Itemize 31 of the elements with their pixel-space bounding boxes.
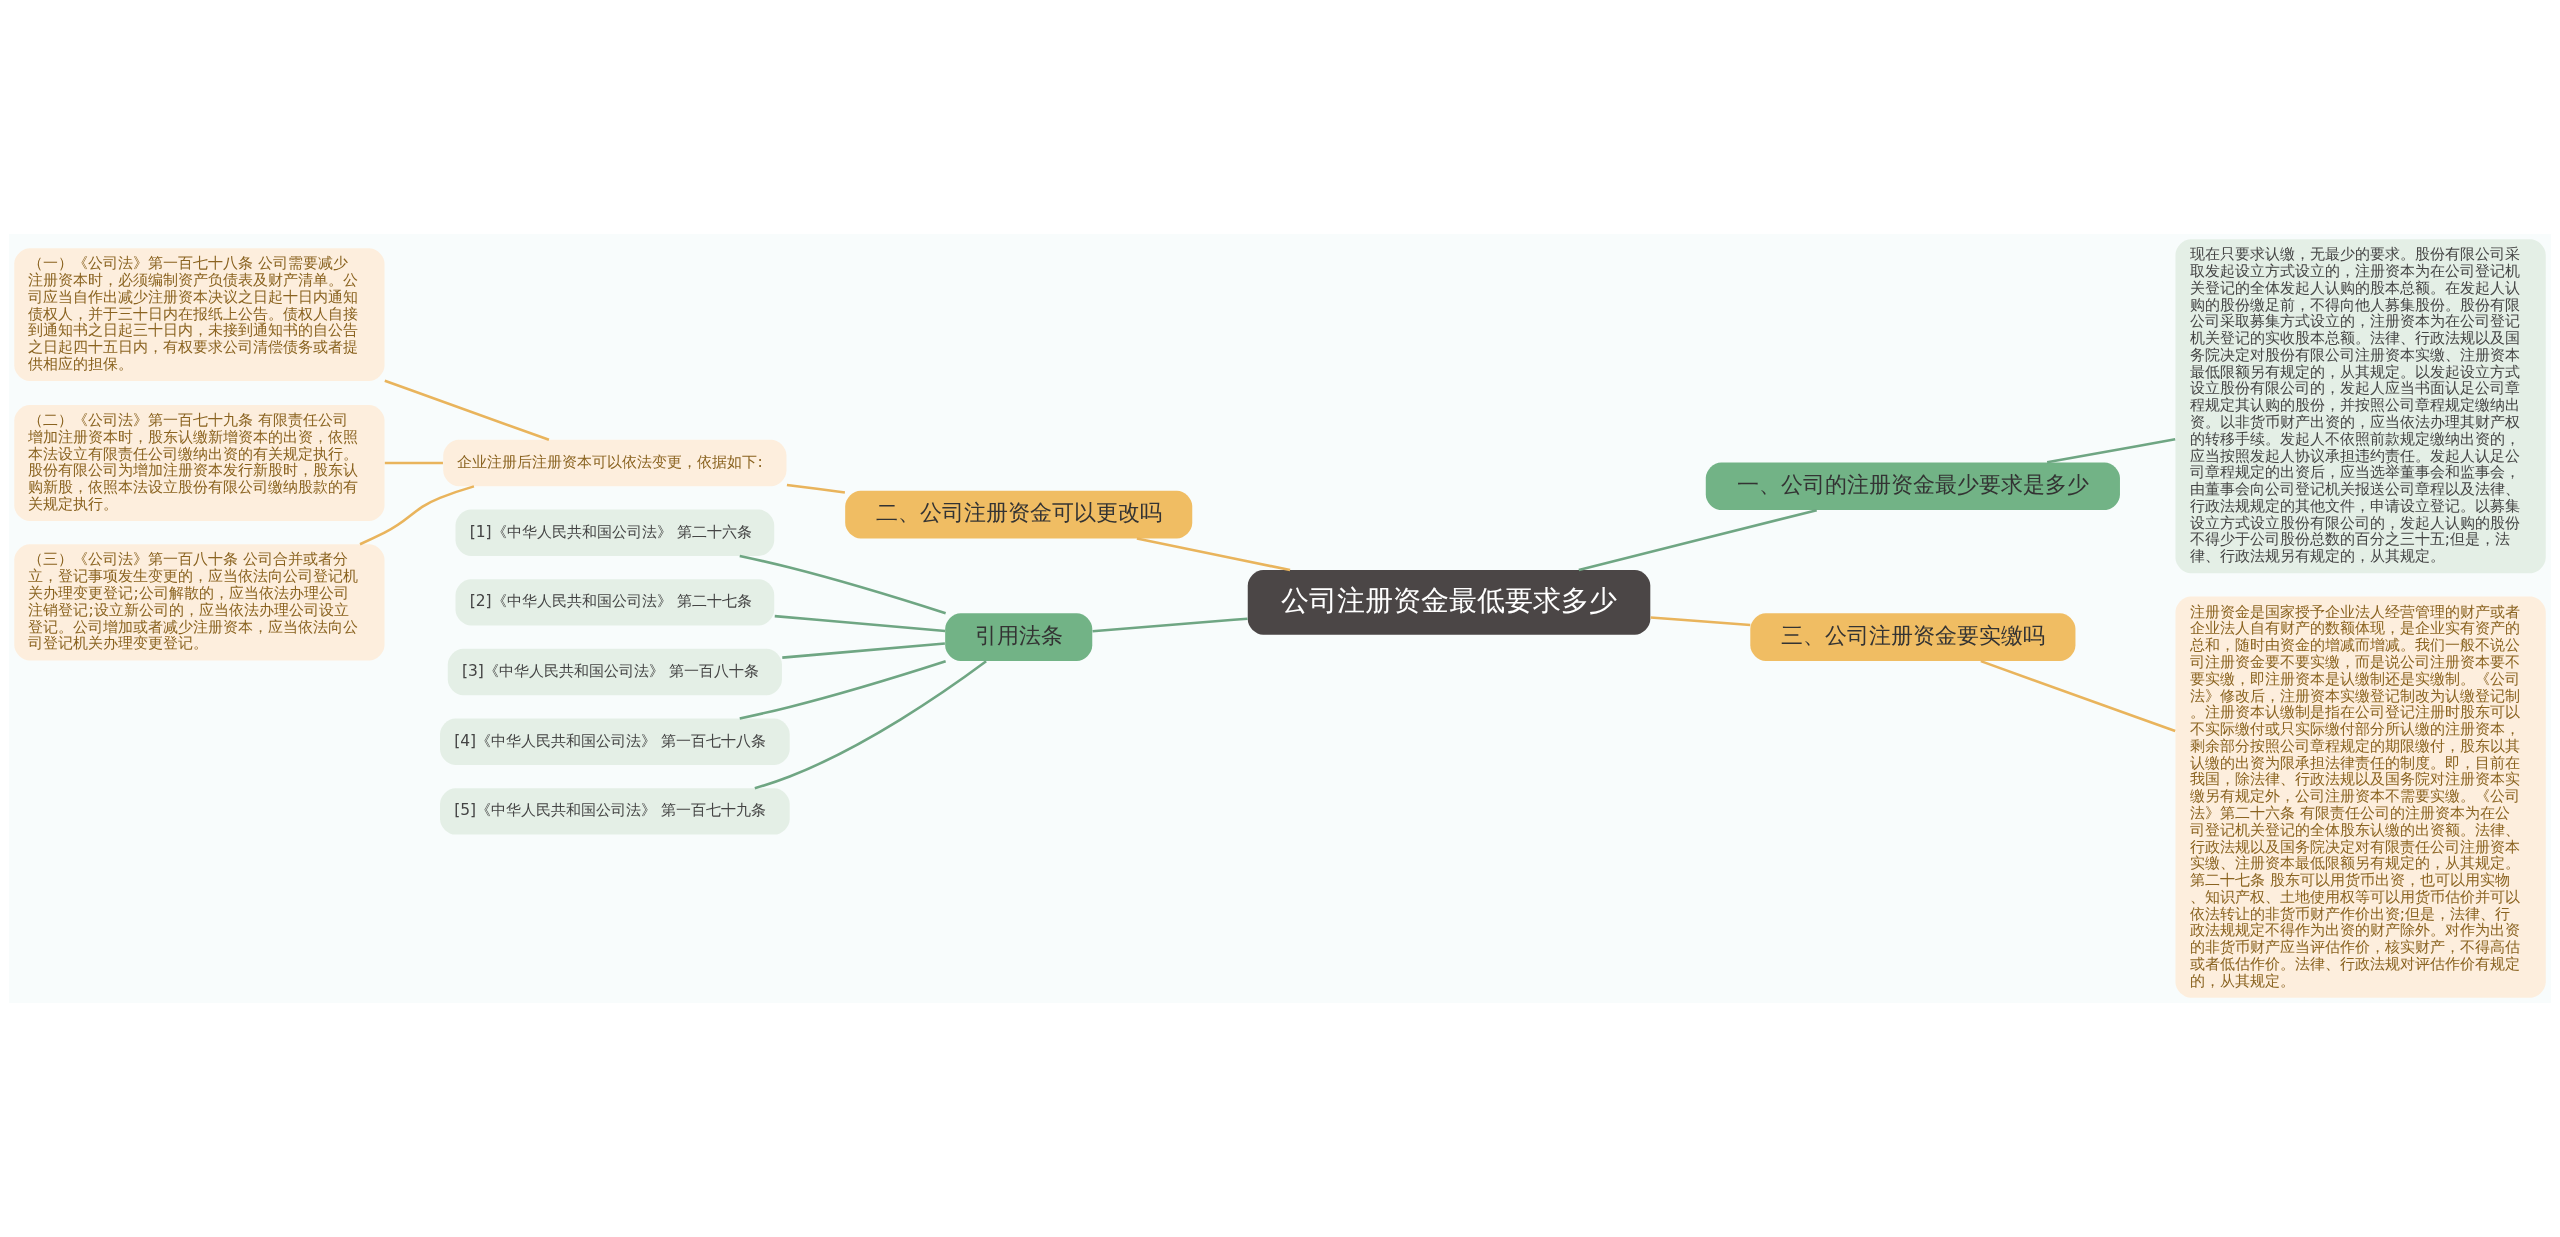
- node-box: [1]《中华人民共和国公司法》 第二十六条: [455, 509, 775, 556]
- node-box: 公司注册资金最低要求多少: [1247, 570, 1651, 635]
- connector: [1092, 617, 1248, 633]
- connector: [782, 642, 945, 659]
- connector: [1578, 508, 1817, 572]
- node-box: [2]《中华人民共和国公司法》 第二十七条: [455, 579, 775, 626]
- node-box: 三、公司注册资金要实缴吗: [1750, 613, 2076, 662]
- node-box: （二）《公司法》第一百七十九条 有限责任公司增加注册资本时，股东认缴新增资本的出资，依照本法设立有限责任公司缴纳出资的有关规定执行。股份有限公司为增加注册资本发行新股时，股东认购新股，依照本法设立股份有限公司缴纳股款的有关规定执行。: [14, 404, 385, 522]
- connector: [384, 461, 443, 465]
- connector: [739, 554, 947, 615]
- node-box: 企业注册后注册资本可以依法变更，依据如下:: [443, 439, 787, 487]
- connector: [774, 614, 946, 633]
- connector: [1650, 616, 1751, 627]
- connector: [739, 659, 947, 720]
- node-box: 二、公司注册资金可以更改吗: [845, 490, 1193, 539]
- connector: [359, 485, 475, 546]
- connector: [2046, 438, 2176, 464]
- node-box: 注册资金是国家授予企业法人经营管理的财产或者企业法人自有财产的数额体现，是企业实有资产的总和，随时由资金的增减而增减。我们一般不说公司注册资金要不要实缴，而是说公司注册资本要不要实缴，即注册资本是认缴制还是实缴制。《公司法》修改后，注册资本实缴登记制改为认缴登记制。注册资本认缴制是指在公司登记注册时股东可以不实际缴付或只实际缴付部分所认缴的注册资本，剩余部分按照公司章程规定的期限缴付，股东以其认缴的出资为限承担法律责任的制度。即，目前在我国，除法律、行政法规以及国务院对注册资本实缴另有规定外，公司注册资本不需要实缴。《公司法》第二十六条 有限责任公司的注册资本为在公司登记机关登记的全体股东认缴的出资额。法律、行政法规以及国务院决定对有限责任公司注册资本实缴、注册资本最低限额另有规定的，从其规定。第二十七条 股东可以用货币出资，也可以用实物、知识产权、土地使用权等可以用货币估价并可以依法转让的非货币财产作价出资;但是，法律、行政法规规定不得作为出资的财产除外。对作为出资的非货币财产应当评估作价，核实财产，不得高估或者低估作价。法律、行政法规对评估作价有规定的，从其规定。: [2175, 596, 2546, 998]
- connector: [384, 379, 550, 441]
- node-box: （三）《公司法》第一百八十条 公司合并或者分立，登记事项发生变更的，应当依法向公司登记机关办理变更登记;公司解散的，应当依法办理公司注销登记;设立新公司的，应当依法办理公司设立登记。公司增加或者减少注册资本，应当依法向公司登记机关办理变更登记。: [14, 544, 385, 661]
- node-box: [4]《中华人民共和国公司法》 第一百七十八条: [440, 718, 790, 765]
- node-box: 现在只要求认缴，无最少的要求。股份有限公司采取发起设立方式设立的，注册资本为在公司登记机关登记的全体发起人认购的股本总额。在发起人认购的股份缴足前，不得向他人募集股份。股份有限公司采取募集方式设立的，注册资本为在公司登记机关登记的实收股本总额。法律、行政法规以及国务院决定对股份有限公司注册资本实缴、注册资本最低限额另有规定的，从其规定。以发起设立方式设立股份有限公司的，发起人应当书面认足公司章程规定其认购的股份，并按照公司章程规定缴纳出资。以非货币财产出资的，应当依法办理其财产权的转移手续。发起人不依照前款规定缴纳出资的，应当按照发起人协议承担违约责任。发起人认足公司章程规定的出资后，应当选举董事会和监事会，由董事会向公司登记机关报送公司章程以及法律、行政法规规定的其他文件，申请设立登记。以募集设立方式设立股份有限公司的，发起人认购的股份不得少于公司股份总数的百分之三十五;但是，法律、行政法规另有规定的，从其规定。: [2175, 239, 2546, 574]
- node-box: 一、公司的注册资金最少要求是多少: [1705, 462, 2120, 511]
- connector: [754, 660, 987, 790]
- connector: [786, 483, 846, 494]
- connector: [1136, 537, 1291, 572]
- node-box: （一）《公司法》第一百七十八条 公司需要减少注册资本时，必须编制资产负债表及财产清单。公司应当自作出减少注册资本决议之日起十日内通知债权人，并于三十日内在报纸上公告。债权人自接到通知书之日起三十日内，未接到通知书的自公告之日起四十五日内，有权要求公司清偿债务或者提供相应的担保。: [14, 248, 385, 382]
- node-box: 引用法条: [945, 613, 1093, 662]
- node-box: [5]《中华人民共和国公司法》 第一百七十九条: [440, 788, 790, 835]
- connector: [1980, 659, 2176, 733]
- node-box: [3]《中华人民共和国公司法》 第一百八十条: [447, 648, 782, 696]
